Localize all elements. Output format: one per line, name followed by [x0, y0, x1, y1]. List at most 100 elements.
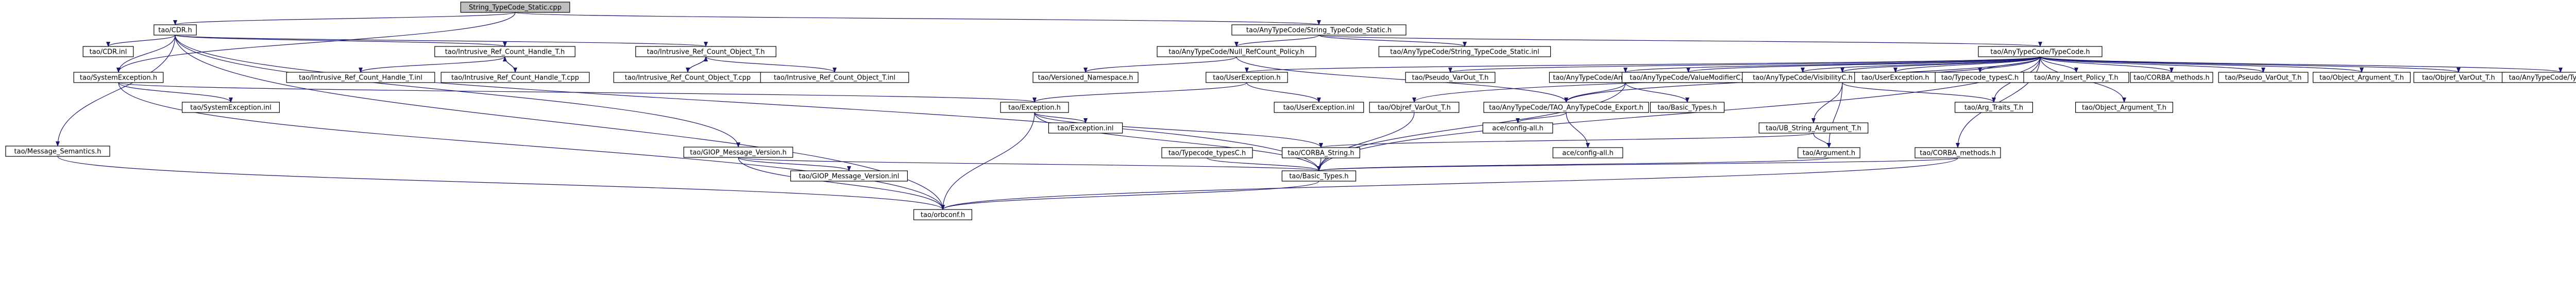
node-box	[1157, 46, 1316, 57]
edge-exception_h-to-basic_types	[1034, 112, 1321, 171]
graph-node-typecode-h[interactable]: tao/AnyTypeCode/TypeCode.h	[1978, 46, 2103, 57]
graph-node-syex-h[interactable]: tao/SystemException.h	[73, 72, 164, 83]
node-label: tao/Basic_Types.h	[1289, 173, 1348, 181]
edge-corh-to-refobj_h	[175, 35, 708, 47]
edge-syex_h-to-syex_inl	[118, 82, 233, 103]
graph-node-cdr-inl[interactable]: tao/CDR.inl	[82, 46, 134, 57]
node-box	[1369, 102, 1460, 113]
node-box	[1482, 122, 1553, 134]
node-box	[1955, 102, 2033, 113]
graph-node-ulb-string[interactable]: tao/UB_String_Argument_T.h	[1758, 122, 1869, 134]
edge-corh-to-msgsem	[56, 35, 176, 147]
edge-typecode_h-to-typecode_methods	[1623, 56, 2041, 73]
node-box	[73, 72, 164, 83]
edge-nullref_h-to-tao_export	[1236, 56, 1568, 103]
graph-node-anytc-typecode-inl[interactable]: tao/AnyTypeCode/TypeCode.inl	[2502, 72, 2576, 83]
graph-node-tao-export[interactable]: tao/AnyTypeCode/TAO_AnyTypeCode_Export.h	[1483, 102, 1649, 113]
graph-node-userex-h[interactable]: tao/UserException.h	[1206, 72, 1288, 83]
edge-any_insert-to-argument_h	[1827, 82, 1843, 148]
graph-node-exception-h[interactable]: tao/Exception.h	[1000, 102, 1069, 113]
graph-node-ace-config[interactable]: ace/config-all.h	[1482, 122, 1553, 134]
graph-node-giop-h[interactable]: tao/GIOP_Message_Version.h	[683, 147, 793, 158]
graph-node-root[interactable]: String_TypeCode_Static.cpp	[460, 2, 570, 13]
graph-node-msgsem[interactable]: tao/Message_Semantics.h	[5, 146, 110, 157]
edge-anytc_static_h-to-static_inl	[1318, 35, 1467, 47]
graph-node-refobj-inl[interactable]: tao/Intrusive_Ref_Count_Object_T.inl	[760, 72, 909, 83]
dependency-edges	[56, 12, 2563, 210]
node-box	[2023, 72, 2129, 83]
graph-node-tcvaluemod[interactable]: tao/AnyTypeCode/ValueModifierC.h	[1621, 72, 1755, 83]
graph-node-ace-config2[interactable]: ace/config-all.h	[1552, 147, 1623, 158]
node-box	[286, 72, 435, 83]
graph-node-exception-inl[interactable]: tao/Exception.inl	[1048, 122, 1123, 134]
graph-node-typecode-typesc2[interactable]: tao/Typecode_typesC.h	[1161, 147, 1253, 158]
graph-node-objref-var-h[interactable]: tao/Objref_VarOut_T.h	[2413, 72, 2504, 83]
edge-typecode_h-to-visibility	[1801, 56, 2041, 73]
node-label: tao/Intrusive_Ref_Count_Handle_T.inl	[299, 74, 422, 82]
graph-node-userex-inl[interactable]: tao/UserException.inl	[1274, 102, 1364, 113]
edge-typecode_h-to-tcvaluemod	[1686, 56, 2041, 73]
node-label: tao/Typecode_typesC.h	[1941, 74, 2019, 82]
edge-typecode_methods-to-tao_export	[1564, 82, 1626, 103]
edge-corh-to-orbconf	[175, 35, 945, 210]
graph-node-corba-methods-h[interactable]: tao/CORBA_methods.h	[2130, 72, 2213, 83]
graph-node-basic-types-h[interactable]: tao/Basic_Types.h	[1650, 102, 1725, 113]
graph-node-obj-arg-h[interactable]: tao/Object_Argument_T.h	[2313, 72, 2411, 83]
edge-typecode_h-to-anytc_typecode_inl	[2040, 56, 2563, 73]
node-box	[1914, 147, 2001, 158]
node-box	[1274, 102, 1364, 113]
edge-typecode_h-to-any_insert_h	[2040, 56, 2078, 73]
graph-node-syex-inl[interactable]: tao/SystemException.inl	[182, 102, 280, 113]
graph-node-pseudo-var-h[interactable]: tao/Pseudo_VarOut_T.h	[2218, 72, 2309, 83]
edge-typecode_methods-to-basic_types_h	[1625, 82, 1689, 103]
graph-node-arg-traits[interactable]: tao/Arg_Traits_T.h	[1955, 102, 2033, 113]
node-label: tao/Pseudo_VarOut_T.h	[2225, 74, 2302, 82]
graph-node-visibility[interactable]: tao/AnyTypeCode/VisibilityC.h	[1742, 72, 1863, 83]
graph-node-corba-methods2[interactable]: tao/CORBA_methods.h	[1914, 147, 2001, 158]
graph-nodes: String_TypeCode_Static.cpp tao/CDR.h tao/A…	[5, 2, 2576, 220]
graph-node-pseudo-var[interactable]: tao/Pseudo_VarOut_T.h	[1405, 72, 1496, 83]
node-label: tao/Intrusive_Ref_Count_Object_T.h	[647, 49, 765, 56]
graph-node-versioned-ns[interactable]: tao/Versioned_Namespace.h	[1032, 72, 1139, 83]
graph-node-typecode-typesc[interactable]: tao/Typecode_typesC.h	[1935, 72, 2025, 83]
graph-node-any-insert-h[interactable]: tao/Any_Insert_Policy_T.h	[2023, 72, 2129, 83]
graph-node-basic-types[interactable]: tao/Basic_Types.h	[1281, 170, 1357, 182]
graph-node-userex-h2[interactable]: tao/UserException.h	[1854, 72, 1937, 83]
edge-corh-to-basic_types	[175, 35, 1321, 171]
edge-syex_h-to-orbconf	[118, 82, 945, 210]
graph-node-intrusive-inl[interactable]: tao/Intrusive_Ref_Count_Handle_T.inl	[286, 72, 435, 83]
graph-node-orbconf[interactable]: tao/orbconf.h	[913, 209, 972, 220]
graph-node-nullref-h[interactable]: tao/AnyTypeCode/Null_RefCount_Policy.h	[1157, 46, 1316, 57]
graph-node-refobj-h[interactable]: tao/Intrusive_Ref_Count_Object_T.h	[635, 46, 776, 57]
graph-node-corh[interactable]: tao/CDR.h	[154, 24, 197, 36]
node-label: tao/Intrusive_Ref_Count_Object_T.inl	[774, 74, 895, 82]
edge-corh-to-syex_h	[116, 35, 176, 73]
node-box	[635, 46, 776, 57]
edge-argument_h-to-basic_types	[1317, 157, 1829, 171]
node-box	[1231, 24, 1406, 36]
node-label: tao/CORBA_String.h	[1287, 150, 1354, 157]
graph-node-giop-inl[interactable]: tao/GIOP_Message_Version.inl	[790, 170, 908, 182]
graph-node-anytc-static-h[interactable]: tao/AnyTypeCode/String_TypeCode_Static.h	[1231, 24, 1406, 36]
node-label: tao/Object_Argument_T.h	[2319, 74, 2404, 82]
graph-node-intrusive-h[interactable]: tao/Intrusive_Ref_Count_Handle_T.h	[434, 46, 575, 57]
node-box	[460, 2, 570, 13]
node-label: ace/config-all.h	[1492, 125, 1544, 133]
graph-node-obj-arg[interactable]: tao/Object_Argument_T.h	[2075, 102, 2174, 113]
graph-node-objref-var[interactable]: tao/Objref_VarOut_T.h	[1369, 102, 1460, 113]
edge-anytc_static_h-to-typecode_h	[1318, 35, 2042, 47]
node-label: tao/AnyTypeCode/String_TypeCode_Static.h	[1246, 27, 1392, 35]
edge-tao_export-to-ace_config	[1516, 112, 1567, 123]
node-label: tao/AnyTypeCode/TypeCode.inl	[2509, 74, 2576, 82]
edge-intrusive_h-to-intrusive_inl	[359, 56, 505, 73]
edge-typecode_h-to-userex_h2	[1893, 56, 2041, 73]
graph-node-argument-h[interactable]: tao/Argument.h	[1798, 147, 1860, 158]
node-label: tao/Objref_VarOut_T.h	[2422, 74, 2495, 82]
graph-node-refobj-cpp[interactable]: tao/Intrusive_Ref_Count_Object_T.cpp	[613, 72, 762, 83]
graph-node-corba-string[interactable]: tao/CORBA_String.h	[1282, 147, 1361, 158]
graph-node-intrusive-cpp[interactable]: tao/Intrusive_Ref_Count_Handle_T.cpp	[440, 72, 590, 83]
edge-giop_h-to-orbconf	[738, 157, 945, 210]
graph-node-static-inl[interactable]: tao/AnyTypeCode/String_TypeCode_Static.i…	[1378, 46, 1551, 57]
node-box	[683, 147, 793, 158]
node-box	[1758, 122, 1869, 134]
